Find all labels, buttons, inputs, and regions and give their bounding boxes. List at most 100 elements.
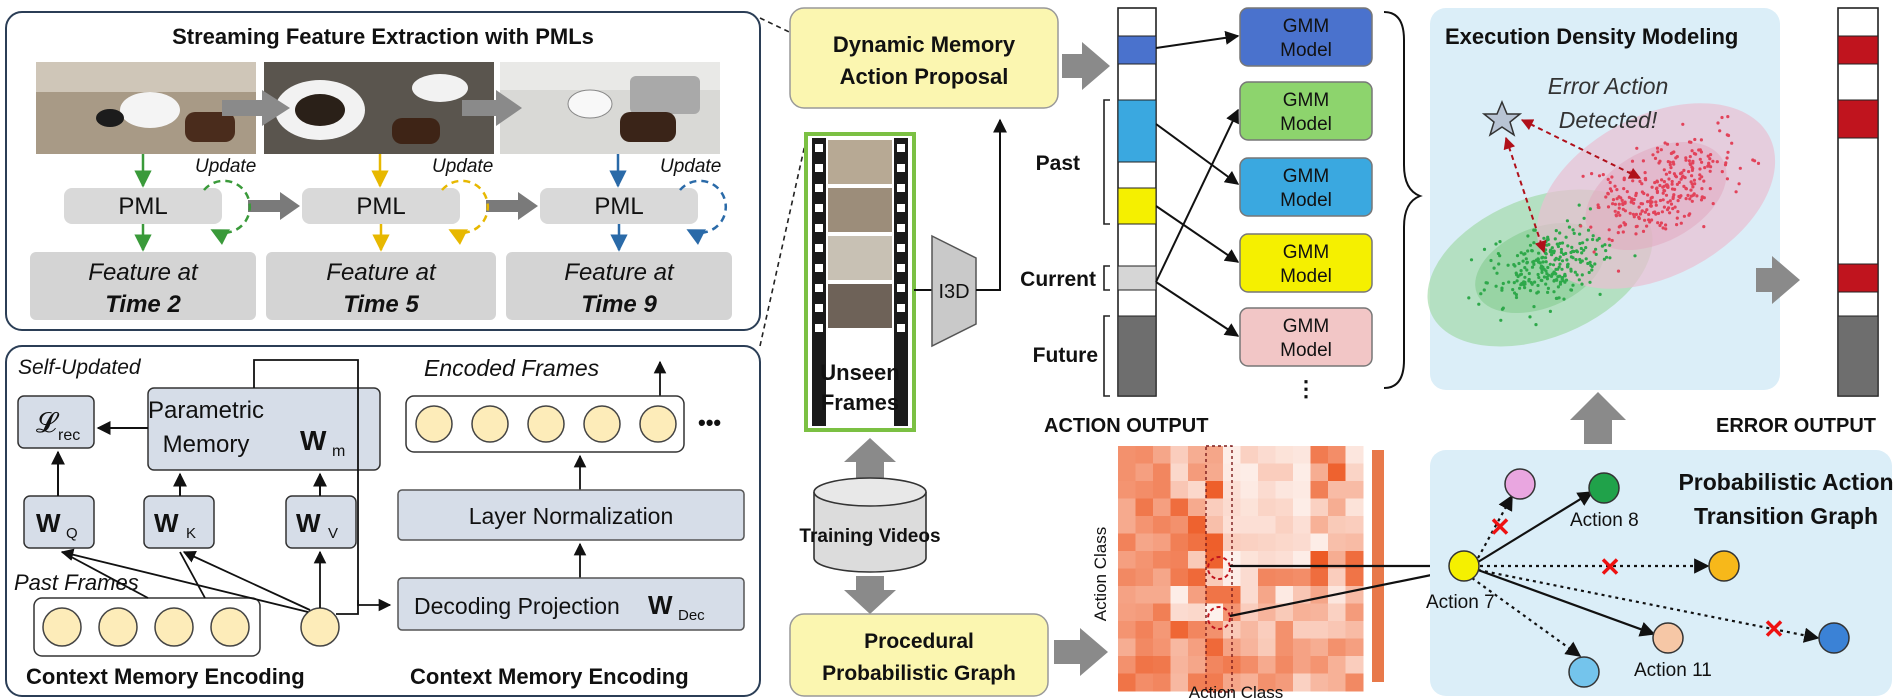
scatter-point — [1756, 161, 1761, 165]
scatter-point — [1549, 274, 1554, 278]
scatter-point — [1693, 137, 1697, 142]
wm-subscript: m — [332, 443, 345, 460]
heatmap-cell — [1118, 656, 1136, 674]
scatter-point — [1606, 205, 1611, 209]
scatter-point — [1692, 178, 1696, 182]
scatter-point — [1665, 142, 1670, 146]
feature-1-line2: Time 2 — [105, 291, 181, 318]
gmm-5-line2: Model — [1280, 340, 1332, 361]
pml-box-1 — [64, 188, 222, 224]
heatmap-cell — [1275, 516, 1294, 534]
scatter-point — [1523, 266, 1527, 270]
heatmap-cell — [1240, 638, 1259, 657]
scatter-point — [1655, 190, 1659, 195]
heatmap-cell — [1170, 551, 1189, 569]
heatmap-cell — [1258, 638, 1276, 657]
heatmap-cell — [1240, 516, 1259, 534]
scatter-point — [1514, 295, 1519, 300]
scatter-point — [1499, 318, 1503, 322]
heatmap-cell — [1293, 446, 1311, 464]
heatmap-cell — [1205, 516, 1224, 534]
scatter-point — [1602, 257, 1606, 261]
training-videos-db: Training Videos — [799, 477, 941, 573]
scatter-point — [1664, 193, 1669, 197]
heatmap-cell — [1205, 621, 1224, 639]
scatter-point — [1637, 205, 1641, 209]
scatter-point — [1708, 157, 1712, 161]
heatmap-cell — [1223, 463, 1241, 482]
heatmap-cell — [1153, 463, 1171, 482]
heatmap-cell — [1345, 463, 1364, 482]
scatter-point — [1622, 178, 1626, 182]
scatter-point — [1622, 221, 1626, 225]
scatter-point — [1606, 192, 1610, 196]
scatter-point — [1688, 162, 1692, 167]
scatter-point — [1522, 252, 1526, 256]
heatmap-cell — [1275, 463, 1294, 482]
scatter-point — [1673, 174, 1677, 178]
heatmap-cell — [1170, 621, 1189, 639]
scatter-point — [1512, 281, 1516, 285]
update-loop-3 — [679, 179, 728, 245]
scatter-point — [1702, 179, 1706, 183]
scatter-point — [1594, 252, 1598, 256]
scatter-point — [1597, 205, 1601, 210]
heatmap-cell — [1135, 446, 1154, 464]
scatter-point — [1546, 290, 1550, 294]
ppg-line1: Procedural — [864, 630, 974, 653]
scatter-point — [1507, 280, 1511, 284]
heatmap-cell — [1275, 586, 1294, 604]
scatter-point — [1601, 173, 1605, 177]
scatter-point — [1558, 241, 1562, 245]
scatter-point — [1700, 187, 1704, 191]
heatmap-cell — [1258, 621, 1276, 639]
scatter-point — [1621, 230, 1625, 234]
scatter-point — [1519, 269, 1523, 273]
scatter-point — [1482, 288, 1486, 292]
heatmap-cell — [1118, 463, 1136, 482]
scatter-point — [1489, 258, 1493, 263]
heatmap-cell — [1345, 446, 1364, 464]
scatter-point — [1675, 223, 1679, 227]
scatter-point — [1555, 278, 1559, 282]
scatter-point — [1588, 260, 1592, 264]
heatmap-cell — [1275, 638, 1294, 657]
heatmap-cell — [1188, 481, 1206, 499]
scatter-point — [1698, 148, 1702, 152]
heatmap-cell — [1240, 498, 1259, 517]
scatter-point — [1571, 249, 1575, 253]
scatter-point — [1556, 244, 1560, 249]
scatter-point — [1700, 195, 1704, 199]
heatmap-cell — [1153, 621, 1171, 639]
scatter-point — [1591, 234, 1595, 238]
scatter-point — [1528, 289, 1533, 293]
scatter-point — [1575, 273, 1579, 277]
gmm-3 — [1239, 157, 1373, 217]
scatter-point — [1558, 231, 1562, 235]
scatter-point — [1574, 258, 1578, 262]
decoding-projection-box — [397, 577, 745, 631]
scatter-point — [1726, 115, 1730, 119]
scatter-point — [1709, 153, 1713, 157]
heatmap-cell — [1240, 656, 1259, 674]
scatter-point — [1632, 201, 1636, 205]
scatter-point — [1620, 198, 1624, 202]
scatter-point — [1690, 149, 1694, 153]
scatter-point — [1566, 263, 1570, 267]
heatmap-cell — [1345, 621, 1364, 639]
streaming-panel: Streaming Feature Extraction with PMLs — [5, 11, 761, 331]
heatmap-cell — [1258, 498, 1276, 517]
scatter-point — [1530, 265, 1535, 269]
heatmap-cell — [1345, 568, 1364, 587]
scatter-point — [1517, 261, 1521, 266]
scatter-point — [1689, 188, 1693, 192]
scatter-point — [1676, 199, 1680, 203]
heatmap-cell — [1275, 481, 1294, 499]
gmm-brace — [1383, 11, 1423, 389]
gmm-5 — [1239, 307, 1373, 367]
heatmap-cell — [1135, 463, 1154, 482]
scatter-point — [1592, 250, 1596, 254]
film-holes — [815, 144, 905, 332]
scatter-point — [1669, 202, 1674, 206]
cross-2: ✕ — [1599, 552, 1621, 582]
